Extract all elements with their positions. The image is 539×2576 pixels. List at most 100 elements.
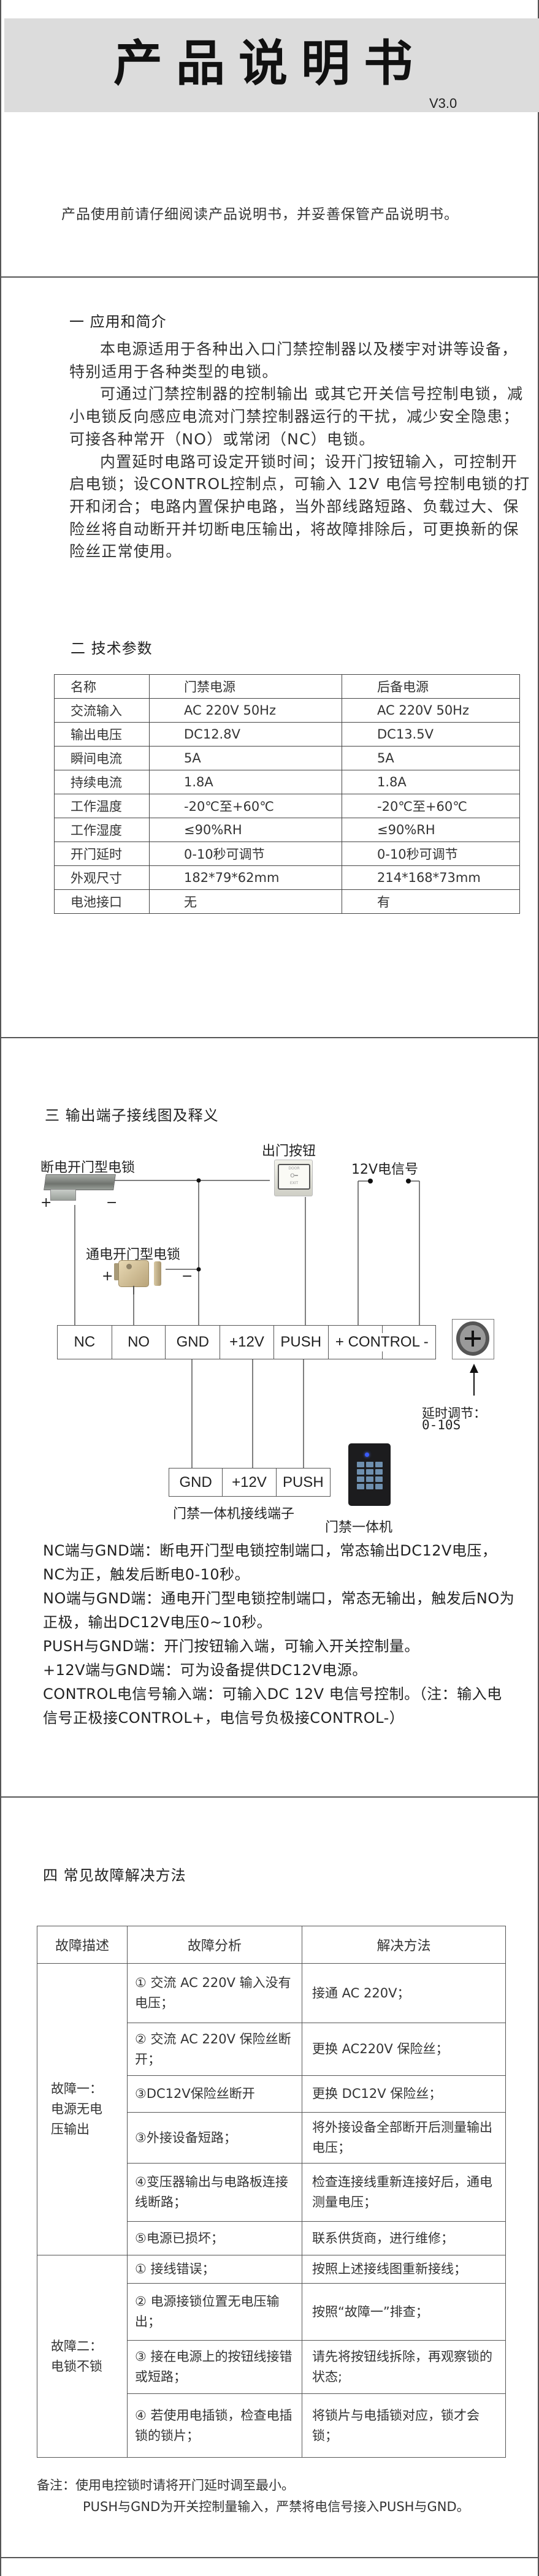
exit-button-label: 出门按钮 xyxy=(262,1144,316,1159)
intro-text: 产品使用前请仔细阅读产品说明书，并妥善保管产品说明书。 xyxy=(61,207,459,222)
fault-analysis-cell: ④变压器输出与电路板连接线断路； xyxy=(127,2163,302,2222)
keypad-keys xyxy=(357,1462,383,1489)
keypad-key-icon xyxy=(357,1484,364,1489)
access-power-cell: 1.8A xyxy=(149,770,342,794)
section-heading-specs: 二 技术参数 xyxy=(71,640,153,657)
param-name-cell: 名称 xyxy=(54,674,150,699)
terminal-divider xyxy=(381,1326,383,1333)
access-keypad-icon xyxy=(348,1443,391,1506)
note-line: PUSH与GND为开关控制量输入，严禁将电信号接入PUSH与GND。 xyxy=(83,2499,470,2514)
fault-solution-cell: 按照上述接线图重新接线； xyxy=(302,2255,506,2284)
section-heading-wiring: 三 输出端子接线图及释义 xyxy=(45,1107,219,1124)
exit-button-icon: DOOR O━ EXIT xyxy=(274,1160,313,1196)
section-divider xyxy=(0,1037,539,1038)
delay-label: 延时调节： xyxy=(422,1406,486,1421)
backup-power-cell: 有 xyxy=(342,889,520,914)
fail-secure-lock-icon xyxy=(44,1174,116,1190)
fault-analysis-cell: ② 交流 AC 220V 保险丝断开； xyxy=(127,2023,302,2076)
param-name-cell: 输出电压 xyxy=(54,722,150,747)
fail-secure-lock-label: 断电开门型电锁 xyxy=(40,1160,136,1176)
table-row: ② 交流 AC 220V 保险丝断开；更换 AC220V 保险丝； xyxy=(37,2023,506,2076)
device-terminal-12v: +12V xyxy=(223,1468,277,1496)
keypad-key-icon xyxy=(357,1462,364,1467)
description-nc: NC端与GND端：断电开门型电锁控制端口，常态输出DC12V电压，NC为正，触发… xyxy=(43,1542,497,1583)
description-no: NO端与GND端：通电开门型电锁控制端口，常态无输出，触发后NO为正极，输出DC… xyxy=(43,1590,515,1631)
keypad-key-icon xyxy=(366,1469,373,1475)
fault-solution-cell: 请先将按钮线拆除，再观察锁的状态; xyxy=(302,2340,506,2394)
keypad-key-icon xyxy=(366,1462,373,1467)
plus-sign: + xyxy=(102,1269,113,1284)
knob-face xyxy=(460,1325,486,1352)
terminal-strip: NC NO GND +12V PUSH + CONTROL - xyxy=(57,1325,436,1359)
keypad-key-icon xyxy=(357,1476,364,1482)
table-row: ④变压器输出与电路板连接线断路；检查连接线重新连接好后，通电测量电压； xyxy=(37,2163,506,2222)
description-push: PUSH与GND端：开门按钮输入端，可输入开关控制量。 xyxy=(43,1638,419,1655)
terminal-control: + CONTROL - xyxy=(329,1326,435,1359)
access-power-cell: -20℃至+60℃ xyxy=(149,794,342,818)
backup-power-cell: 0-10秒可调节 xyxy=(342,842,520,866)
fault-solution-cell: 检查连接线重新连接好后，通电测量电压； xyxy=(302,2163,506,2222)
delay-potentiometer[interactable] xyxy=(452,1319,494,1359)
wiring-lines xyxy=(74,1178,478,1468)
access-power-cell: 0-10秒可调节 xyxy=(149,842,342,866)
terminal-divider xyxy=(381,1351,383,1359)
plus-sign: + xyxy=(40,1195,52,1210)
table-header-row: 名称门禁电源后备电源 xyxy=(54,674,520,699)
backup-power-cell: ≤90%RH xyxy=(342,818,520,842)
exit-button-face: DOOR O━ EXIT xyxy=(278,1164,310,1190)
fault-analysis-cell: ③ 接在电源上的按钮线接错或短路； xyxy=(127,2340,302,2394)
backup-power-cell: 后备电源 xyxy=(342,674,520,699)
param-name-cell: 瞬间电流 xyxy=(54,746,150,770)
lock-side-icon xyxy=(114,1263,119,1280)
backup-power-cell: 5A xyxy=(342,746,520,770)
keypad-key-icon xyxy=(375,1462,383,1467)
fault-solution-cell: 将外接设备全部断开后测量输出电压； xyxy=(302,2112,506,2164)
potentiometer-knob-icon xyxy=(456,1321,489,1356)
backup-power-cell: DC13.5V xyxy=(342,722,520,747)
terminal-descriptions: NC端与GND端：断电开门型电锁控制端口，常态输出DC12V电压，NC为正，触发… xyxy=(43,1539,515,1730)
terminal-12v: +12V xyxy=(220,1326,274,1359)
page-border-left xyxy=(0,0,1,2576)
wire xyxy=(133,1286,134,1294)
fault-analysis-cell: ③外接设备短路； xyxy=(127,2112,302,2164)
access-power-cell: 182*79*62mm xyxy=(149,865,342,890)
fault-analysis-cell: ⑤电源已损坏； xyxy=(127,2221,302,2255)
delay-range: 0-10S xyxy=(422,1418,461,1432)
table-row: 电池接口无有 xyxy=(54,889,520,914)
led-icon xyxy=(365,1453,369,1457)
lock-bracket-icon xyxy=(50,1189,76,1201)
section-heading-intro: 一 应用和简介 xyxy=(69,313,167,330)
param-name-cell: 外观尺寸 xyxy=(54,865,150,890)
terminal-nc: NC xyxy=(58,1326,112,1359)
table-row: ③ 接在电源上的按钮线接错或短路；请先将按钮线拆除，再观察锁的状态; xyxy=(37,2340,506,2394)
device-terminal-caption: 门禁一体机接线端子 xyxy=(173,1506,295,1522)
backup-power-cell: 1.8A xyxy=(342,770,520,794)
description-control: CONTROL电信号输入端：可输入DC 12V 电信号控制。（注：输入电信号正极… xyxy=(43,1685,502,1727)
terminal-no: NO xyxy=(112,1326,166,1359)
backup-power-cell: 214*168*73mm xyxy=(342,865,520,890)
keypad-key-icon xyxy=(366,1484,373,1489)
keypad-key-icon xyxy=(375,1469,383,1475)
device-terminal-push: PUSH xyxy=(282,1473,324,1491)
fault-solution-cell: 更换 DC12V 保险丝； xyxy=(302,2075,506,2113)
device-terminal-strip: GND +12V PUSH xyxy=(169,1468,331,1497)
fault-analysis-cell: ① 接线错误； xyxy=(127,2255,302,2284)
section-divider xyxy=(0,1796,539,1798)
section-heading-troubleshooting: 四 常见故障解决方法 xyxy=(43,1867,186,1884)
junction-dot xyxy=(196,1178,201,1183)
version-label: V3.0 xyxy=(429,96,457,111)
access-power-cell: ≤90%RH xyxy=(149,818,342,842)
table-row: 工作湿度≤90%RH≤90%RH xyxy=(54,818,520,842)
table-row: ④ 若使用电插锁，检查电插锁的锁片；将锁片与电插锁对应，锁才会锁； xyxy=(37,2393,506,2458)
key-icon: O━ xyxy=(290,1173,298,1179)
header-analysis: 故障分析 xyxy=(127,1926,302,1964)
keypad-key-icon xyxy=(375,1484,383,1489)
access-power-cell: AC 220V 50Hz xyxy=(149,698,342,723)
fault-description-cell: 故障二：电锁不锁 xyxy=(37,2255,128,2458)
fault-solution-cell: 联系供货商，进行维修； xyxy=(302,2221,506,2255)
